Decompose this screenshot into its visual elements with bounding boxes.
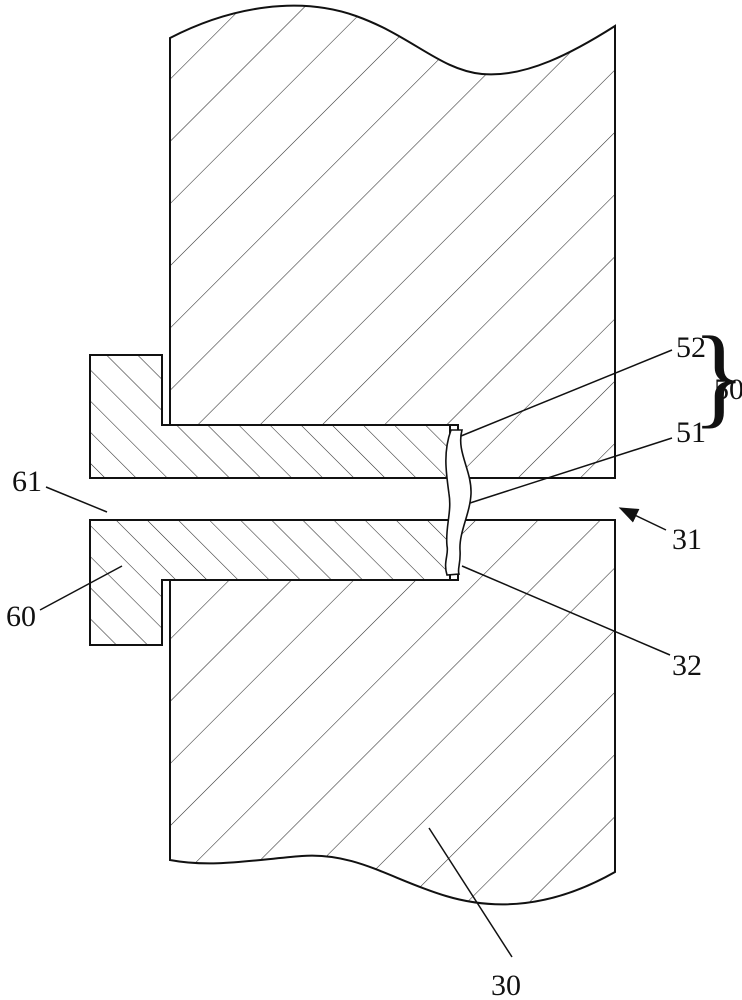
label-61: 61 (12, 465, 42, 498)
leader-line-32 (461, 565, 671, 656)
brace-50: } (692, 315, 742, 439)
label-32: 32 (672, 649, 702, 682)
plug-upper-section (89, 354, 451, 479)
label-30: 30 (491, 969, 521, 1000)
seal-strip (444, 429, 472, 576)
leader-line-52 (460, 349, 673, 437)
leader-line-60 (39, 565, 123, 611)
upper-block (169, 4, 616, 479)
label-52: 52 (676, 331, 706, 364)
leader-line-30 (428, 827, 513, 958)
label-50: 50 (714, 373, 742, 406)
label-51: 51 (676, 416, 706, 449)
label-60: 60 (6, 600, 36, 633)
leader-line-61 (45, 486, 108, 513)
leader-arrow-31 (618, 507, 667, 531)
label-31: 31 (672, 523, 702, 556)
lower-block (169, 519, 616, 906)
reference-numerals: 52 50 51 61 31 60 32 30 (6, 331, 742, 1000)
leader-lines (39, 349, 673, 958)
leader-line-51 (469, 437, 673, 504)
